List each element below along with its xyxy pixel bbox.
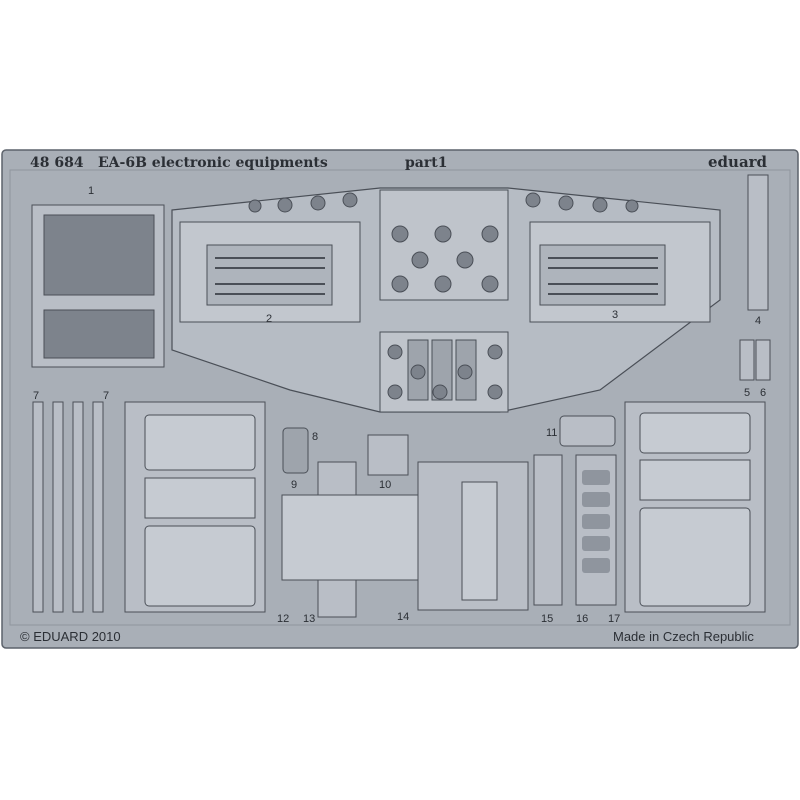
part-label-17: 17 (608, 613, 620, 625)
main-panel (171, 187, 721, 413)
part-label-15: 15 (541, 613, 553, 625)
part-label-2: 2 (266, 313, 272, 325)
part-14 (417, 461, 529, 611)
part-label-13: 13 (303, 613, 315, 625)
copyright-text: © EDUARD 2010 (20, 629, 121, 644)
sheet-title: EA-6B electronic equipments (98, 155, 328, 171)
part-12 (124, 401, 266, 613)
part-10 (367, 434, 409, 476)
sheet-part: part1 (405, 155, 447, 171)
part-label-14: 14 (397, 611, 409, 623)
part-label-8: 8 (312, 431, 318, 443)
part-label-10: 10 (379, 479, 391, 491)
part-label-1: 1 (88, 185, 94, 197)
part-11 (559, 415, 616, 447)
brand-logo: eduard (708, 153, 768, 171)
origin-text: Made in Czech Republic (613, 629, 754, 644)
part-label-12: 12 (277, 613, 289, 625)
part-5 (739, 339, 755, 381)
fret-inner-border (9, 169, 791, 626)
part-1 (31, 204, 165, 368)
part-8-9 (282, 427, 309, 474)
part-label-6: 6 (760, 387, 766, 399)
part-label-7a: 7 (33, 390, 39, 402)
part-6 (755, 339, 771, 381)
part-17 (624, 401, 766, 613)
part-15 (533, 454, 563, 606)
part-label-4: 4 (755, 315, 761, 327)
part-label-16: 16 (576, 613, 588, 625)
part-label-7b: 7 (103, 390, 109, 402)
sheet-code: 48 684 (30, 155, 84, 171)
part-4 (747, 174, 769, 311)
part-7 (32, 401, 104, 613)
part-16 (575, 454, 617, 606)
part-label-5: 5 (744, 387, 750, 399)
part-label-9: 9 (291, 479, 297, 491)
part-label-3: 3 (612, 309, 618, 321)
part-label-11: 11 (546, 427, 557, 439)
